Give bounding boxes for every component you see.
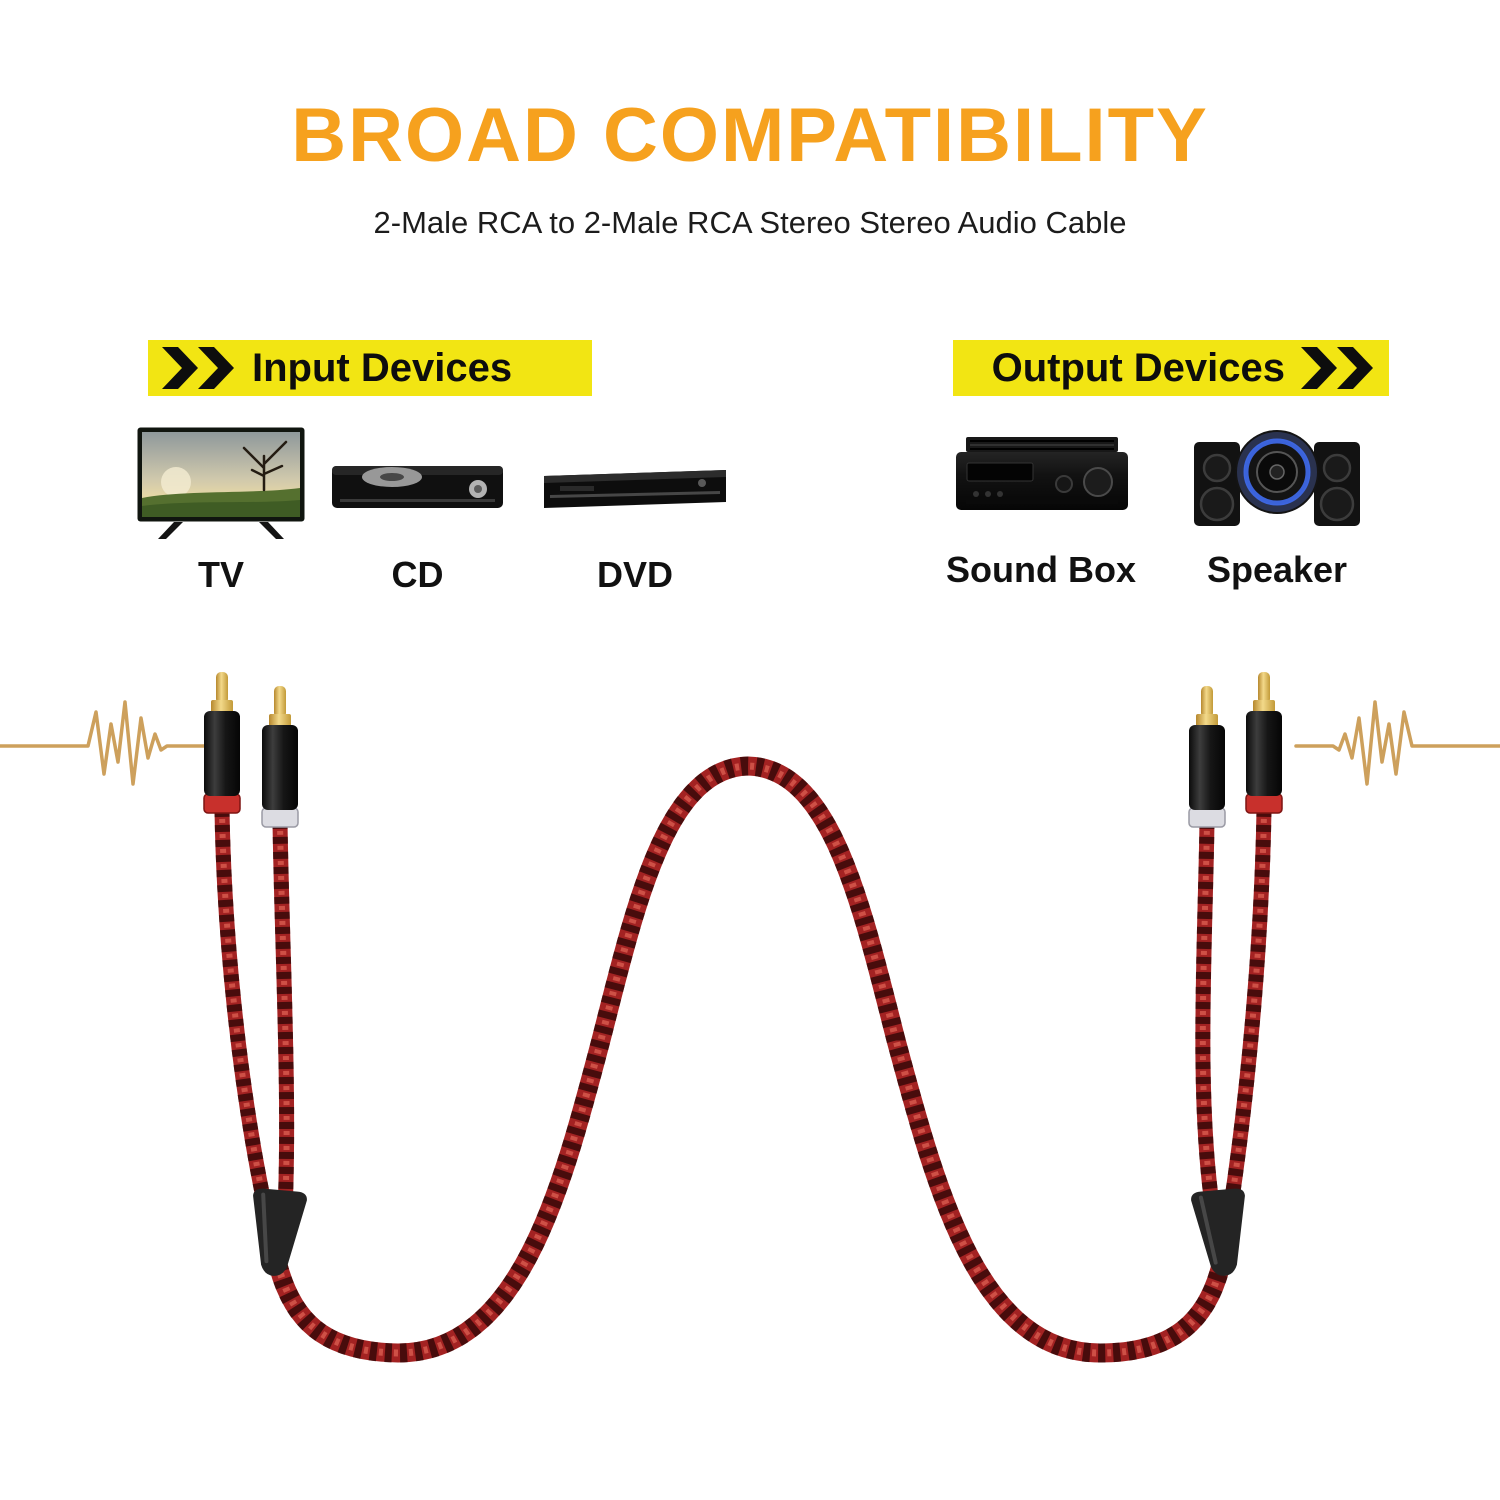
page-subtitle: 2-Male RCA to 2-Male RCA Stereo Stereo A… bbox=[373, 205, 1127, 240]
cable-main-run bbox=[278, 766, 1221, 1353]
rca-cable-photo bbox=[0, 672, 1500, 1500]
chevrons-right-icon bbox=[1301, 347, 1373, 389]
audio-wave-left-icon bbox=[0, 700, 206, 786]
rca-connector-left-red bbox=[203, 672, 241, 814]
cd-label: CD bbox=[391, 554, 444, 595]
output-devices-label: Output Devices bbox=[991, 345, 1285, 390]
chevrons-right-icon bbox=[162, 347, 234, 389]
rca-connector-left-white bbox=[261, 686, 299, 828]
y-splitter-left bbox=[244, 1185, 310, 1281]
sound-box-label: Sound Box bbox=[946, 549, 1136, 590]
cd-player-image bbox=[330, 452, 505, 519]
sound-box-image bbox=[952, 432, 1132, 525]
input-devices-label: Input Devices bbox=[252, 345, 513, 390]
cable-left-branches bbox=[222, 810, 287, 1212]
tv-label: TV bbox=[197, 554, 244, 595]
cable-right-branches bbox=[1203, 810, 1264, 1212]
output-devices-banner: Output Devices bbox=[953, 340, 1389, 396]
page-title: BROAD COMPATIBILITY bbox=[291, 93, 1209, 178]
speaker-label: Speaker bbox=[1206, 549, 1348, 590]
tv-image bbox=[136, 426, 306, 549]
y-splitter-right bbox=[1188, 1185, 1254, 1281]
rca-connector-right-red bbox=[1245, 672, 1283, 814]
speaker-image bbox=[1192, 418, 1362, 535]
audio-wave-right-icon bbox=[1294, 700, 1500, 786]
rca-connector-right-white bbox=[1188, 686, 1226, 828]
dvd-player-image bbox=[540, 458, 730, 518]
input-devices-banner: Input Devices bbox=[148, 340, 592, 396]
dvd-label: DVD bbox=[596, 554, 673, 595]
